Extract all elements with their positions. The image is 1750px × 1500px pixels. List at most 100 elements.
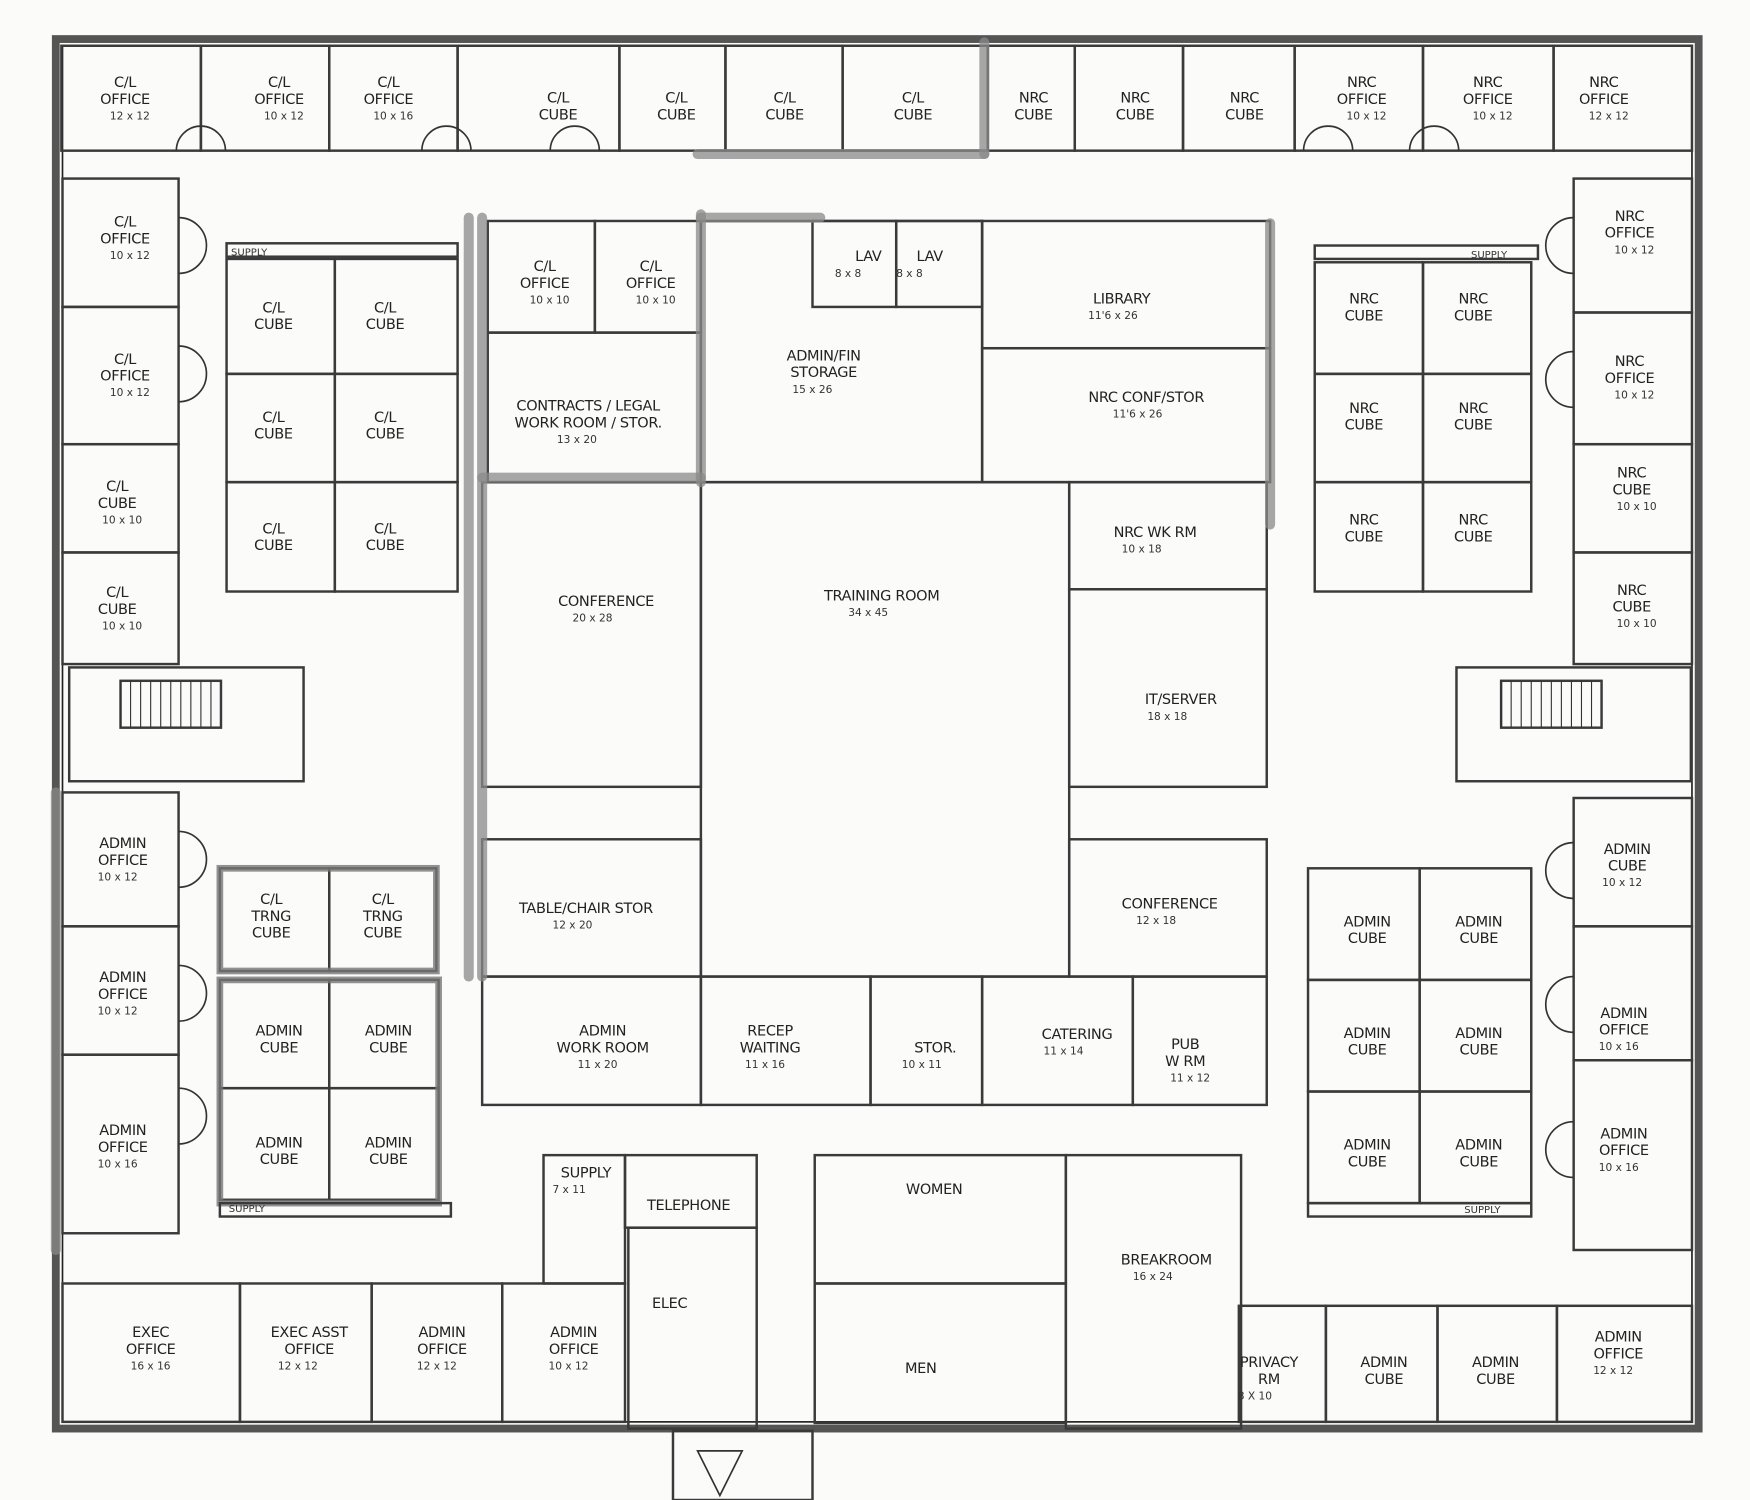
room-label: OFFICE: [98, 853, 148, 869]
room-size: 10 x 10: [636, 295, 676, 307]
room-size: 10 x 12: [549, 1360, 589, 1372]
room-label: WOMEN: [906, 1182, 963, 1198]
room-label: CUBE: [260, 1152, 299, 1168]
room-outline: [813, 1153, 1068, 1285]
room-label: CUBE: [1612, 600, 1651, 616]
room-telephone: TELEPHONE: [646, 1198, 731, 1214]
room-size: 16 x 24: [1133, 1271, 1173, 1283]
room-label: STORAGE: [790, 365, 857, 381]
room-label: WAITING: [740, 1040, 801, 1056]
room-label: RECEP: [747, 1024, 793, 1040]
room-label: OFFICE: [417, 1342, 467, 1358]
room-label: ADMIN: [1600, 1126, 1647, 1142]
room-label: OFFICE: [126, 1342, 176, 1358]
room-outline: [1572, 925, 1694, 1062]
room-label: NRC: [1615, 209, 1645, 225]
room-label: C/L: [262, 521, 284, 537]
room-label: CUBE: [366, 317, 405, 333]
supply-shelf: [225, 242, 459, 258]
room-label: CUBE: [1454, 308, 1493, 324]
room-outline: [456, 44, 621, 152]
room-label: EXEC: [132, 1325, 169, 1341]
room-label: C/L: [377, 75, 399, 91]
room-label: OFFICE: [1463, 92, 1513, 108]
room-label: OFFICE: [364, 92, 414, 108]
room-size: 10 x 10: [530, 295, 570, 307]
door-swing: [421, 125, 472, 151]
room-size: 11 x 14: [1044, 1046, 1084, 1058]
stairwells: [67, 666, 1693, 1500]
room-size: 11 x 20: [578, 1059, 618, 1071]
room-label: CONTRACTS / LEGAL: [516, 399, 660, 415]
room-label: NRC: [1019, 91, 1049, 107]
room-label: CUBE: [1348, 1154, 1387, 1170]
room-outline: [333, 480, 459, 593]
room-label: OFFICE: [98, 987, 148, 1003]
room-label: OFFICE: [100, 231, 150, 247]
room-label: SUPPLY: [561, 1165, 612, 1181]
stairwell: [67, 666, 305, 783]
room-size: 13 x 20: [557, 434, 597, 446]
room-label: CUBE: [369, 1040, 408, 1056]
room-label: NRC: [1349, 401, 1379, 417]
room-size: 10 x 12: [264, 110, 304, 122]
room-size: 10 x 11: [902, 1059, 942, 1071]
room-label: NRC: [1120, 91, 1150, 107]
room-label: OFFICE: [1337, 92, 1387, 108]
room-label: OFFICE: [98, 1140, 148, 1156]
room-label: ADMIN: [99, 970, 146, 986]
room-label: CUBE: [657, 107, 696, 123]
room-women: WOMEN: [906, 1182, 963, 1198]
room-outline: [1572, 1059, 1694, 1252]
room-label: OFFICE: [100, 92, 150, 108]
room-label: OFFICE: [1605, 226, 1655, 242]
room-label: NRC: [1617, 583, 1647, 599]
room-size: 10 x 12: [110, 387, 150, 399]
room-label: ADMIN: [99, 1123, 146, 1139]
room-label: CUBE: [1460, 1154, 1499, 1170]
room-supply: SUPPLY 7 x 11: [552, 1165, 611, 1196]
room-label: C/L: [268, 75, 290, 91]
room-label: NRC: [1615, 354, 1645, 370]
room-label: TRNG: [250, 909, 291, 925]
elevator: [671, 1429, 814, 1500]
room-size: 10 x 12: [1614, 389, 1654, 401]
room-label: C/L: [774, 91, 796, 107]
room-outline: [61, 551, 180, 666]
room-size: 10 x 16: [98, 1158, 138, 1170]
room-size: 7 x 11: [552, 1184, 585, 1196]
room-outline: [1421, 480, 1533, 593]
room-size: 16 x 16: [131, 1360, 171, 1372]
room-label: ADMIN: [1455, 1138, 1502, 1154]
room-label: IT/SERVER: [1145, 692, 1217, 708]
room-size: 10 x 16: [1599, 1041, 1639, 1053]
room-label: C/L: [372, 892, 394, 908]
room-label: ADMIN: [99, 836, 146, 852]
room-size: 10 x 12: [1473, 110, 1513, 122]
room-label: C/L: [262, 410, 284, 426]
